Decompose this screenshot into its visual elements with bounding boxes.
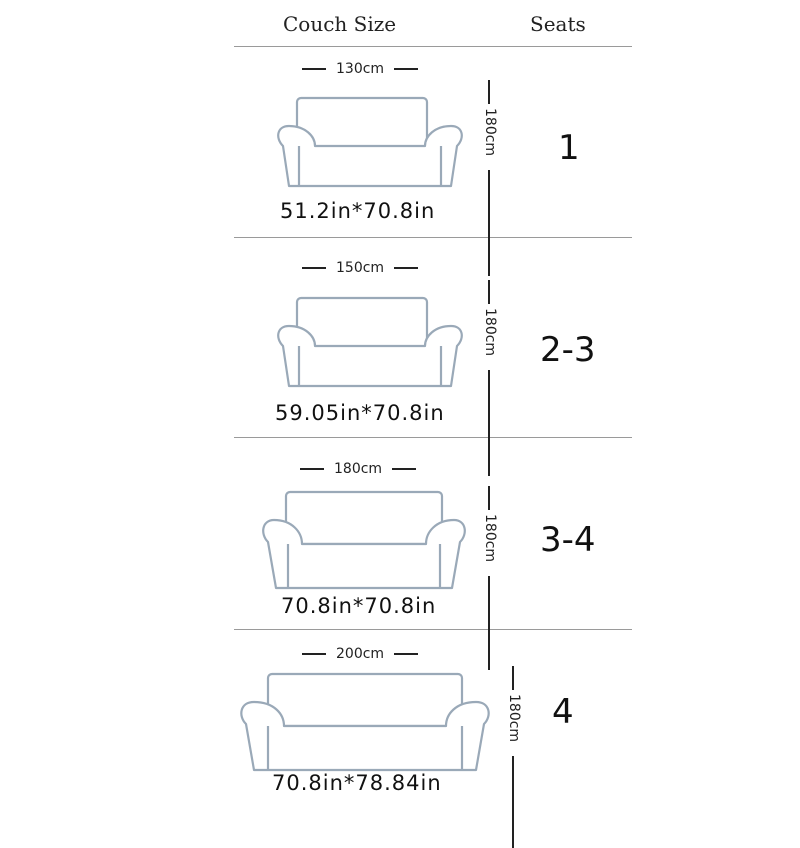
width-dimension: 200cm	[302, 646, 419, 662]
divider	[234, 629, 632, 630]
dimension-dash	[302, 68, 326, 70]
dimension-line	[488, 370, 490, 476]
dimension-line	[488, 280, 490, 304]
divider	[234, 237, 632, 238]
width-dimension: 180cm	[300, 461, 417, 477]
dimension-line	[512, 666, 514, 690]
dimension-dash	[394, 267, 419, 269]
inch-size-label: 51.2in*70.8in	[280, 199, 436, 223]
sofa-icon	[277, 296, 463, 388]
seats-value: 3-4	[540, 520, 596, 560]
dimension-dash	[302, 653, 326, 655]
dimension-line	[512, 756, 514, 848]
seats-value: 4	[552, 692, 574, 732]
height-cm-label: 180cm	[482, 108, 498, 157]
dimension-dash	[300, 468, 324, 470]
dimension-dash	[392, 468, 417, 470]
inch-size-label: 59.05in*70.8in	[275, 401, 445, 425]
width-dimension: 150cm	[302, 260, 419, 276]
width-dimension: 130cm	[302, 61, 419, 77]
column-header-couch-size: Couch Size	[283, 12, 397, 36]
divider	[234, 437, 632, 438]
sofa-icon	[277, 96, 463, 188]
width-cm-label: 180cm	[334, 461, 383, 477]
width-cm-label: 200cm	[336, 646, 385, 662]
height-cm-label: 180cm	[506, 694, 522, 743]
dimension-line	[488, 170, 490, 276]
height-cm-label: 180cm	[482, 308, 498, 357]
sofa-icon	[262, 490, 466, 590]
dimension-dash	[394, 653, 419, 655]
divider	[234, 46, 632, 47]
column-header-seats: Seats	[530, 12, 586, 36]
sofa-icon	[240, 672, 490, 772]
seats-value: 2-3	[540, 330, 596, 370]
height-cm-label: 180cm	[482, 514, 498, 563]
dimension-dash	[302, 267, 326, 269]
inch-size-label: 70.8in*70.8in	[281, 594, 437, 618]
inch-size-label: 70.8in*78.84in	[272, 771, 442, 795]
dimension-line	[488, 486, 490, 510]
width-cm-label: 150cm	[336, 260, 385, 276]
dimension-dash	[394, 68, 419, 70]
dimension-line	[488, 576, 490, 670]
width-cm-label: 130cm	[336, 61, 385, 77]
seats-value: 1	[558, 128, 580, 168]
dimension-line	[488, 80, 490, 104]
